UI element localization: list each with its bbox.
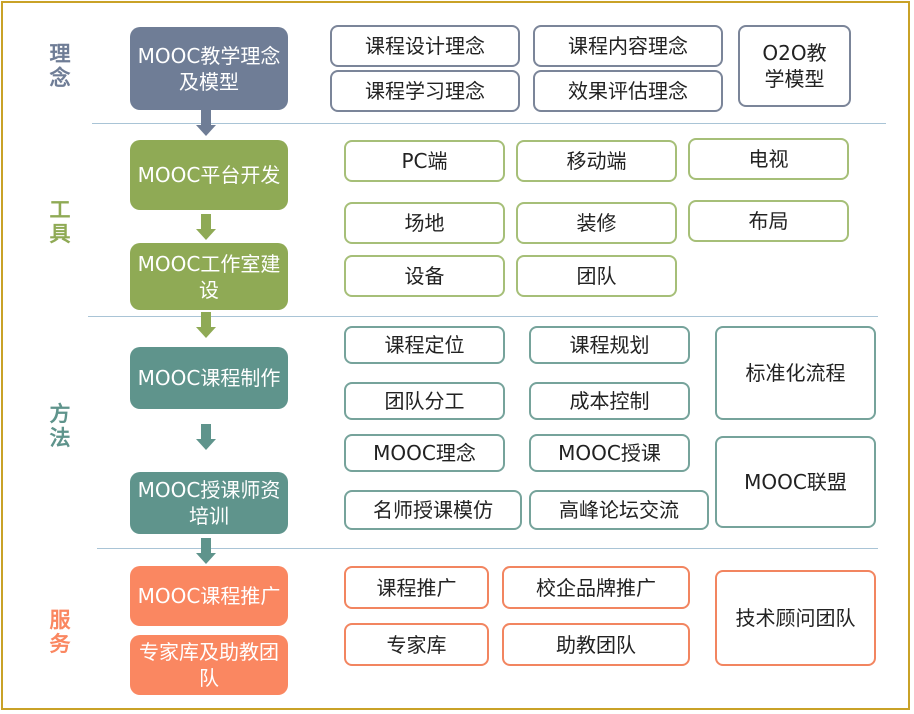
section-label-concept: 理念 bbox=[49, 42, 71, 90]
tools-item-decoration: 装修 bbox=[516, 202, 677, 244]
tools-item-venue: 场地 bbox=[344, 202, 505, 244]
method-item-mooc-concept: MOOC理念 bbox=[344, 434, 505, 472]
tools-item-pc: PC端 bbox=[344, 140, 505, 182]
main-promotion-box: MOOC课程推广 bbox=[130, 566, 288, 626]
method-item-standard: 标准化流程 bbox=[715, 326, 876, 420]
arrow-down-icon bbox=[196, 312, 216, 338]
main-studio-box: MOOC工作室建设 bbox=[130, 243, 288, 310]
tools-item-mobile: 移动端 bbox=[516, 140, 677, 182]
concept-item-o2o: O2O教学模型 bbox=[738, 25, 851, 107]
method-item-mooc-teaching: MOOC授课 bbox=[529, 434, 690, 472]
section-label-service: 服务 bbox=[49, 608, 71, 656]
method-item-positioning: 课程定位 bbox=[344, 326, 505, 364]
main-training-box: MOOC授课师资培训 bbox=[130, 472, 288, 534]
service-item-brand-promo: 校企品牌推广 bbox=[502, 566, 690, 609]
concept-item-content: 课程内容理念 bbox=[533, 25, 723, 67]
section-label-method: 方法 bbox=[49, 402, 71, 450]
main-concept-box: MOOC教学理念及模型 bbox=[130, 27, 288, 110]
divider-tools-method bbox=[88, 316, 878, 317]
method-item-cost: 成本控制 bbox=[529, 382, 690, 420]
service-item-expert-lib: 专家库 bbox=[344, 623, 489, 666]
concept-item-evaluation: 效果评估理念 bbox=[533, 70, 723, 112]
arrow-down-icon bbox=[196, 424, 216, 450]
tools-item-tv: 电视 bbox=[688, 138, 849, 180]
divider-concept-tools bbox=[92, 123, 886, 124]
service-item-course-promo: 课程推广 bbox=[344, 566, 489, 609]
service-item-ta-team: 助教团队 bbox=[502, 623, 690, 666]
arrow-down-icon bbox=[196, 538, 216, 564]
arrow-down-icon bbox=[196, 110, 216, 136]
method-item-imitation: 名师授课模仿 bbox=[344, 490, 522, 530]
method-item-planning: 课程规划 bbox=[529, 326, 690, 364]
main-platform-box: MOOC平台开发 bbox=[130, 140, 288, 210]
method-item-alliance: MOOC联盟 bbox=[715, 436, 876, 528]
concept-item-design: 课程设计理念 bbox=[330, 25, 520, 67]
main-production-box: MOOC课程制作 bbox=[130, 347, 288, 409]
main-expert-box: 专家库及助教团队 bbox=[130, 635, 288, 695]
divider-method-service bbox=[97, 548, 878, 549]
arrow-down-icon bbox=[196, 214, 216, 240]
service-item-consultant: 技术顾问团队 bbox=[715, 570, 876, 666]
section-label-tools: 工具 bbox=[49, 198, 71, 246]
tools-item-equipment: 设备 bbox=[344, 255, 505, 297]
tools-item-team: 团队 bbox=[516, 255, 677, 297]
method-item-division: 团队分工 bbox=[344, 382, 505, 420]
tools-item-layout: 布局 bbox=[688, 200, 849, 242]
concept-item-learning: 课程学习理念 bbox=[330, 70, 520, 112]
method-item-forum: 高峰论坛交流 bbox=[529, 490, 709, 530]
